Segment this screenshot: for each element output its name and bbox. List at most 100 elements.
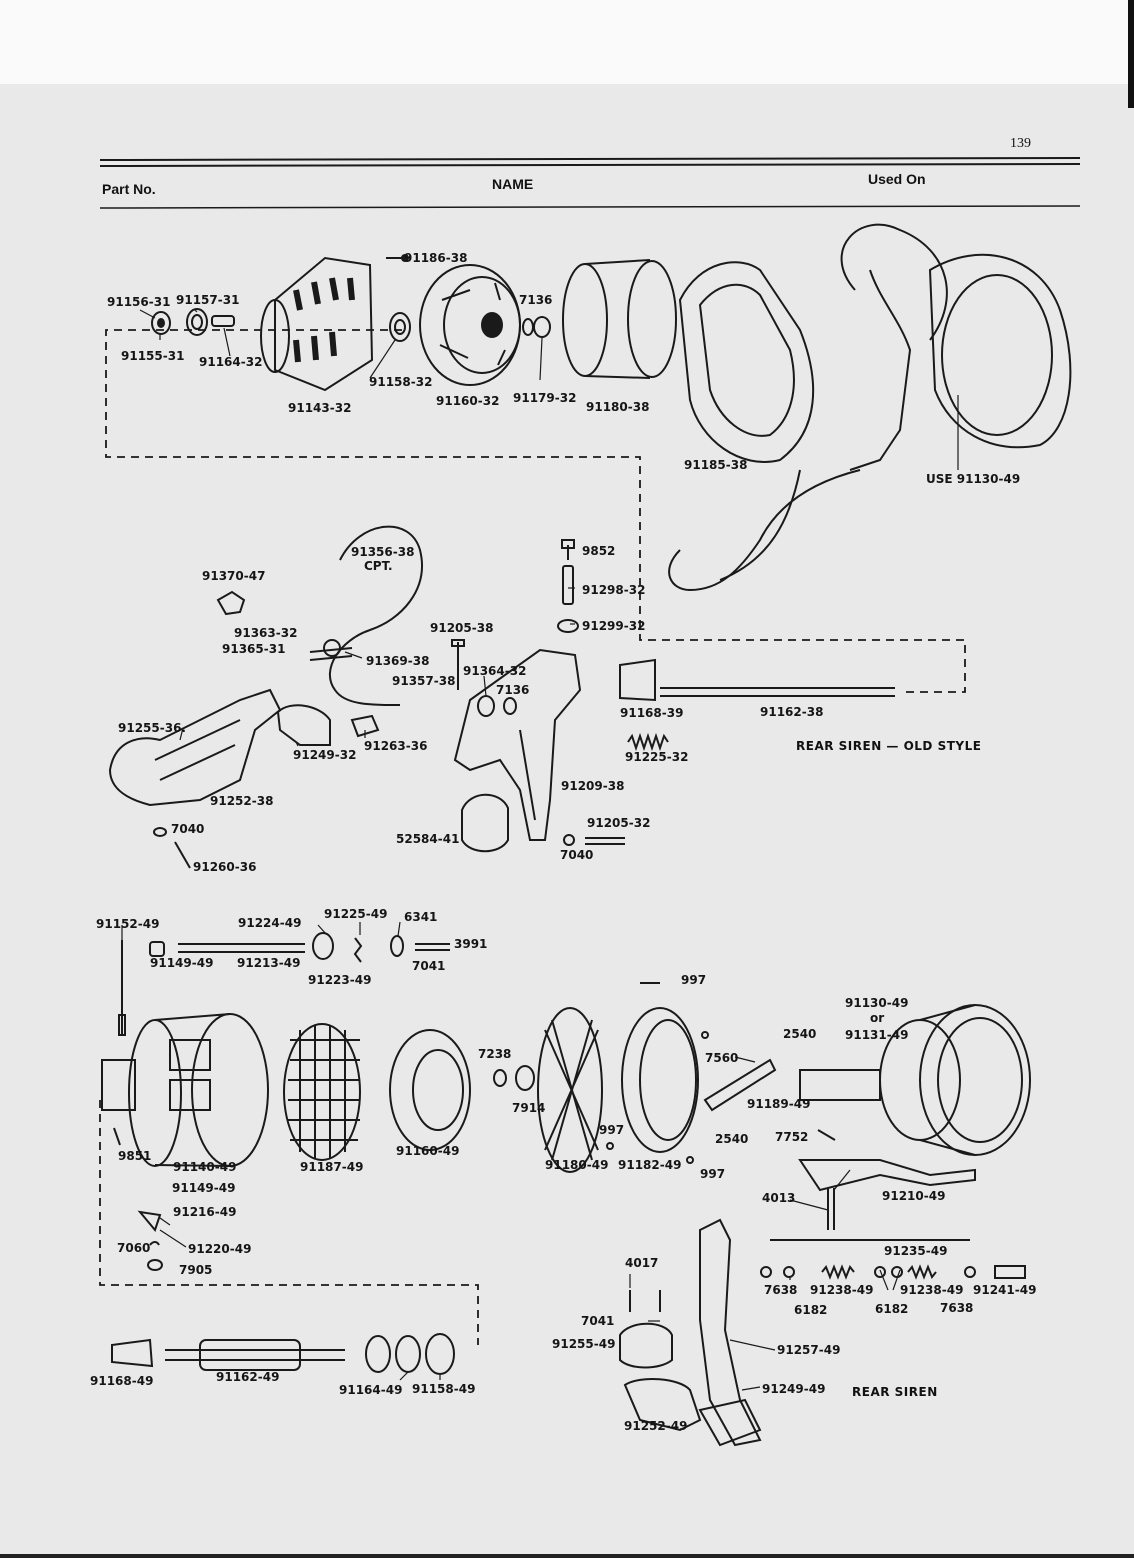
part-label: 91249-32 [293,748,357,762]
part-label: 91155-31 [121,349,185,363]
part-label: 7136 [519,293,553,307]
part-label: 7041 [581,1314,615,1328]
part-label: 91252-49 [624,1419,688,1433]
part-label: 91263-36 [364,739,428,753]
part-label: 9851 [118,1149,152,1163]
part-label: 91365-31 [222,642,286,656]
part-label: 91223-49 [308,973,372,987]
part-label: 91224-49 [238,916,302,930]
part-label: 91255-36. [118,721,186,735]
part-label: 91257-49 [777,1343,841,1357]
part-label: 91189-49 [747,1097,811,1111]
part-label: 91220-49 [188,1242,252,1256]
part-label: 91143-32 [288,401,352,415]
part-label: 6182 [794,1303,828,1317]
scan-top-margin [0,0,1134,84]
leader-lines [121,257,959,1391]
part-label: 91213-49 [237,956,301,970]
part-label: 91162-38 [760,705,824,719]
part-label: 91187-49 [300,1160,364,1174]
column-header-used-on: Used On [868,171,926,187]
part-label: 91252-38 [210,794,274,808]
part-label: 91363-32 [234,626,298,640]
part-label: 7238 [478,1047,512,1061]
part-label: 91164-32 [199,355,263,369]
part-label: 91186-38 [404,251,468,265]
part-label: 91216-49 [173,1205,237,1219]
part-label: 91210-49 [882,1189,946,1203]
part-label: 91225-32 [625,750,689,764]
part-label: 52584-41 [396,832,460,846]
caption-old-style: REAR SIREN — OLD STYLE [796,739,982,753]
part-label: 7752 [775,1130,809,1144]
part-label: or [870,1011,885,1025]
part-label: 91209-38 [561,779,625,793]
part-label: 91152-49 [96,917,160,931]
part-label: 91235-49 [884,1244,948,1258]
part-label: 91149-49 [150,956,214,970]
scan-bottom-edge [0,1554,1134,1558]
part-label: 7040 [171,822,205,836]
new-style-dashed-frame [99,1100,479,1345]
header-rule-top [99,157,1081,161]
part-label: 7638 [764,1283,798,1297]
part-label: 7060 [117,1241,151,1255]
part-label: 91162-49 [216,1370,280,1384]
part-label: 2540 [783,1027,817,1041]
part-label: 6341 [404,910,438,924]
part-label: 91249-49 [762,1382,826,1396]
part-label: 91241-49 [973,1283,1037,1297]
part-label: 997 [599,1123,625,1137]
part-label: 91157-31 [176,293,240,307]
part-label: 3991 [454,937,488,951]
part-label: 7560 [705,1051,739,1065]
part-label: 91369-38 [366,654,430,668]
header-rule-bottom [99,205,1081,209]
part-label: 91182-49 [618,1158,682,1172]
part-label: 91140-49 [173,1160,237,1174]
part-label: 7914 [512,1101,546,1115]
part-label: 91149-49 [172,1181,236,1195]
part-label: 91180-38 [586,400,650,414]
part-label: 91356-38 [351,545,415,559]
part-label: 91298-32 [582,583,646,597]
part-label: 91130-49 [845,996,909,1010]
column-header-name: NAME [492,176,534,192]
page-number: 139 [1010,136,1031,151]
part-label: CPT. [364,559,393,573]
part-label: 91179-32 [513,391,577,405]
part-label: 91238-49 [900,1283,964,1297]
scan-edge-mark [1128,0,1134,108]
part-label: 91205-38 [430,621,494,635]
column-header-part-no: Part No. [102,181,156,197]
part-label: 4013 [762,1191,796,1205]
part-label: 7041 [412,959,446,973]
part-label: 91238-49 [810,1283,874,1297]
part-label: 2540 [715,1132,749,1146]
part-label: 7638 [940,1301,974,1315]
part-label: 91164-49 [339,1383,403,1397]
part-label: 7905 [179,1263,213,1277]
part-label: 91168-49 [90,1374,154,1388]
new-style-siren-parts [101,932,1031,1447]
header-rule-second [99,163,1081,167]
part-label: 91185-38 [684,458,748,472]
part-label: 91205-32 [587,816,651,830]
part-label: 91299-32 [582,619,646,633]
caption-new-style: REAR SIREN [852,1385,938,1399]
part-label: 7040 [560,848,594,862]
part-label: 91225-49 [324,907,388,921]
old-style-siren-parts [108,223,1072,869]
part-label: 9852 [582,544,616,558]
part-label: 91364-32 [463,664,527,678]
part-label: 91168-39 [620,706,684,720]
part-label: 7136 [496,683,530,697]
part-label: 91180-49 [545,1158,609,1172]
part-label: 91370-47 [202,569,266,583]
part-label: 91156-31 [107,295,171,309]
part-label: 91131-49 [845,1028,909,1042]
part-label: 91260-36 [193,860,257,874]
part-label: 91158-32 [369,375,433,389]
